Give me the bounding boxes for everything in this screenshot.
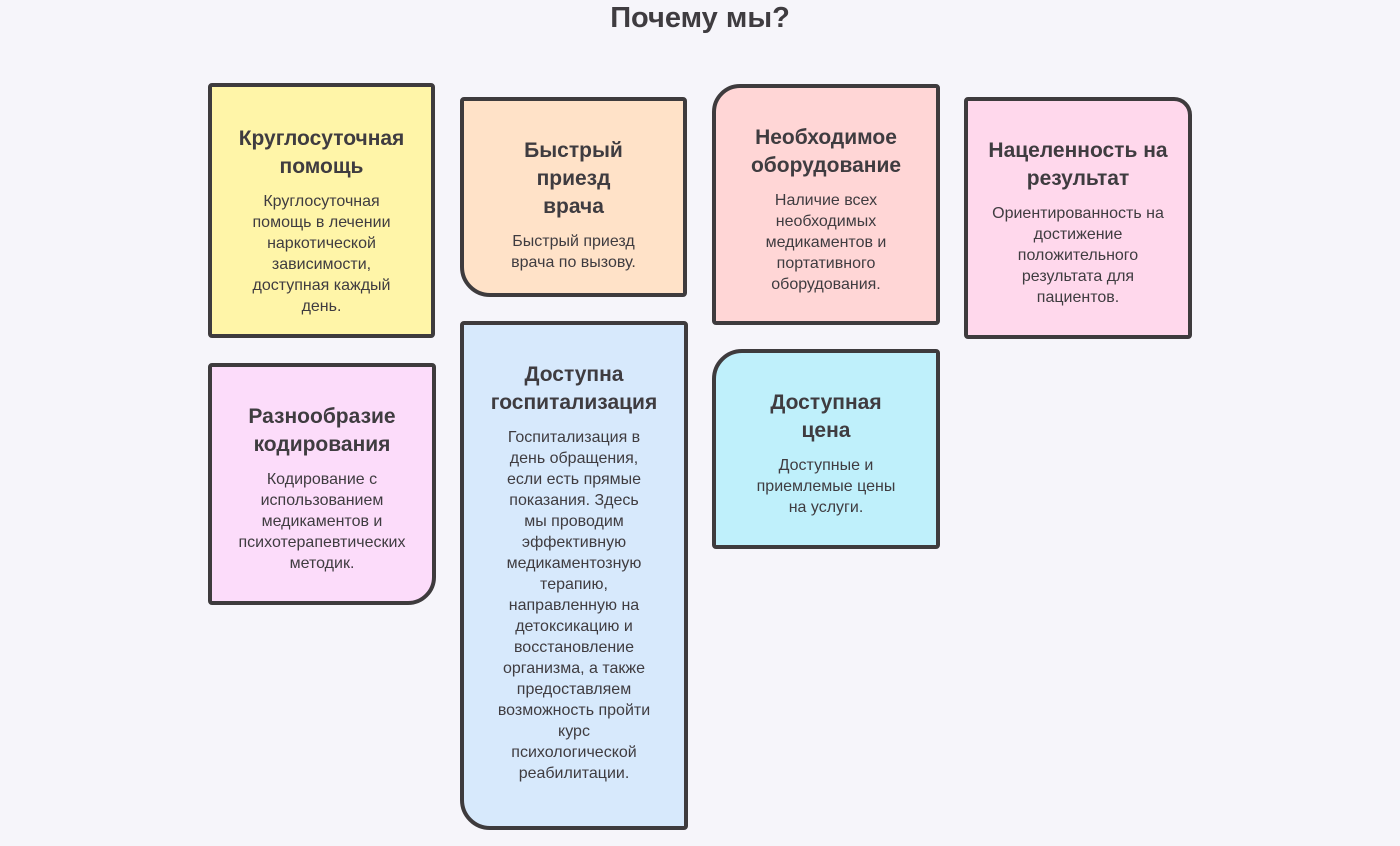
card-title: Быстрый приезд врача xyxy=(524,139,623,218)
page-title: Почему мы? xyxy=(610,2,790,34)
card-hospitalization: Доступна госпитализация Госпитализация в… xyxy=(460,321,688,830)
card-title: Необходимое оборудование xyxy=(750,126,902,177)
card-text: Кодирование с использованием медикаменто… xyxy=(238,471,406,572)
card-text: Госпитализация в день обращения, если ес… xyxy=(497,429,651,782)
card-coding-variety: Разнообразие кодирования Кодирование с и… xyxy=(208,363,436,605)
card-text: Круглосуточная помощь в лечении наркотич… xyxy=(252,193,391,315)
card-result-focus: Нацеленность на результат Ориентированно… xyxy=(964,97,1192,339)
card-title: Нацеленность на результат xyxy=(988,139,1168,190)
card-equipment: Необходимое оборудование Наличие всех не… xyxy=(712,84,940,325)
card-title: Доступна госпитализация xyxy=(490,363,658,414)
card-title: Разнообразие кодирования xyxy=(248,405,396,456)
card-affordable-price: Доступная цена Доступные и приемлемые це… xyxy=(712,349,940,549)
card-24h-help: Круглосуточная помощь Круглосуточная пом… xyxy=(208,83,435,338)
card-title: Доступная цена xyxy=(770,391,882,442)
card-text: Быстрый приезд врача по вызову. xyxy=(511,233,636,271)
card-text: Наличие всех необходимых медикаментов и … xyxy=(765,192,887,293)
card-title: Круглосуточная помощь xyxy=(238,127,405,178)
card-fast-doctor: Быстрый приезд врача Быстрый приезд врач… xyxy=(460,97,687,297)
card-text: Ориентированность на достижение положите… xyxy=(992,205,1164,306)
card-text: Доступные и приемлемые цены на услуги. xyxy=(756,457,896,516)
